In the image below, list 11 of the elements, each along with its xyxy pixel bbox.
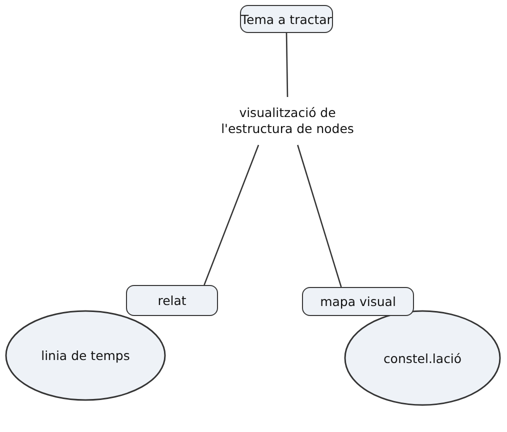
connector-line [204,144,260,286]
concept-ellipse [5,310,166,401]
connector-line [297,144,342,288]
concept-box: relat [126,285,218,316]
connector-line [286,32,288,98]
concept-box: mapa visual [302,287,414,316]
concept-box: Tema a tractar [240,5,333,33]
linking-phrase: visualització de l'estructura de nodes [215,97,360,145]
concept-label: constel.lació [383,350,462,366]
concept-label: linia de temps [41,348,130,363]
concept-ellipse [344,310,501,406]
